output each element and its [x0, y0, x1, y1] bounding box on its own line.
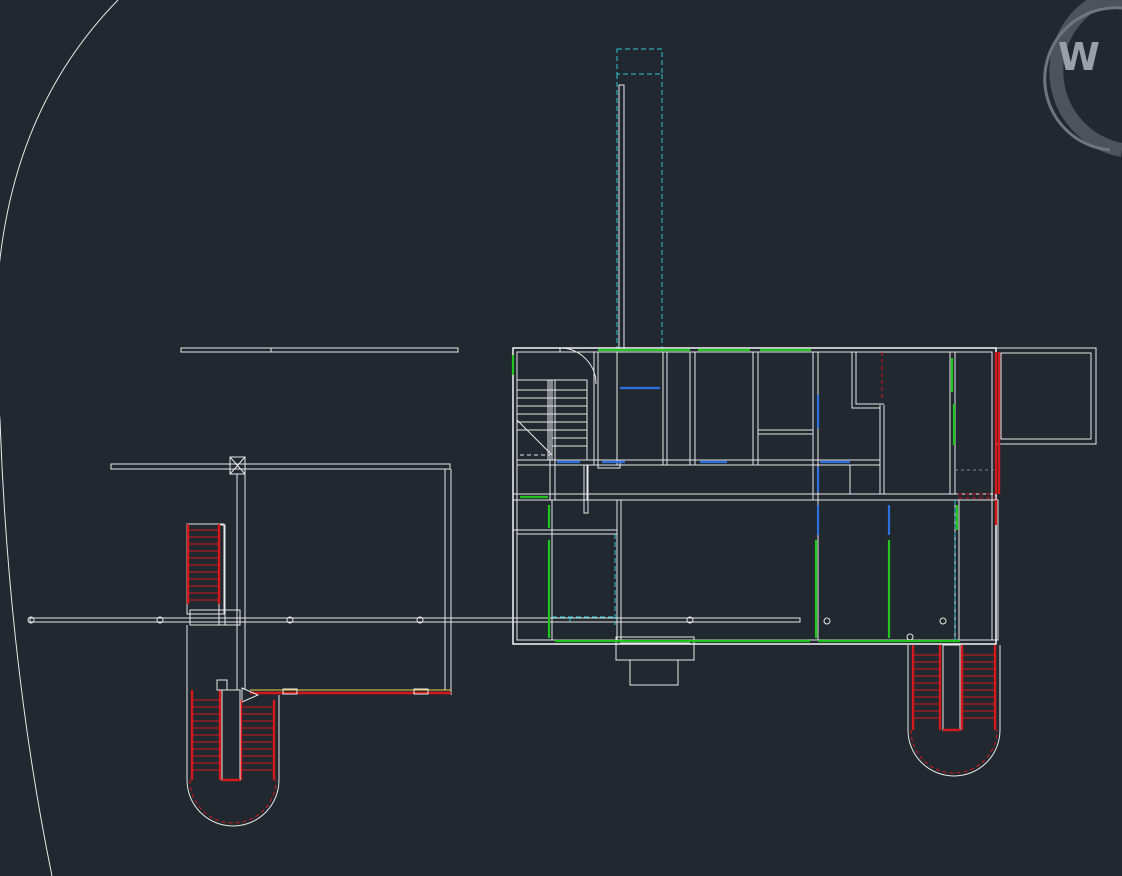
viewcube-compass[interactable]: [1043, 0, 1122, 157]
entrance-porch: [615, 636, 695, 686]
main-house-outline: [512, 347, 997, 645]
chimney-hidden-outline: [616, 48, 663, 351]
upper-room-partitions: [517, 352, 956, 500]
main-beam-line: [27, 616, 801, 624]
doors-green: [511, 348, 960, 643]
lower-hidden-lines: [552, 500, 956, 640]
lower-room-partitions: [513, 499, 999, 641]
right-stair-tower: [907, 644, 1001, 777]
viewcube-west-label[interactable]: W: [1058, 35, 1100, 79]
left-stair-upper: [186, 523, 225, 615]
right-red-stair-wall: [881, 352, 1001, 525]
right-annex: [995, 347, 1097, 445]
lower-canopy-beam: [110, 456, 451, 475]
main-stair: [516, 347, 597, 514]
upper-canopy-beam: [180, 347, 459, 353]
windows-blue: [557, 386, 891, 535]
site-boundary-arc: [0, 0, 119, 876]
left-stair-lower: [186, 625, 280, 827]
left-pavilion: [189, 469, 452, 703]
